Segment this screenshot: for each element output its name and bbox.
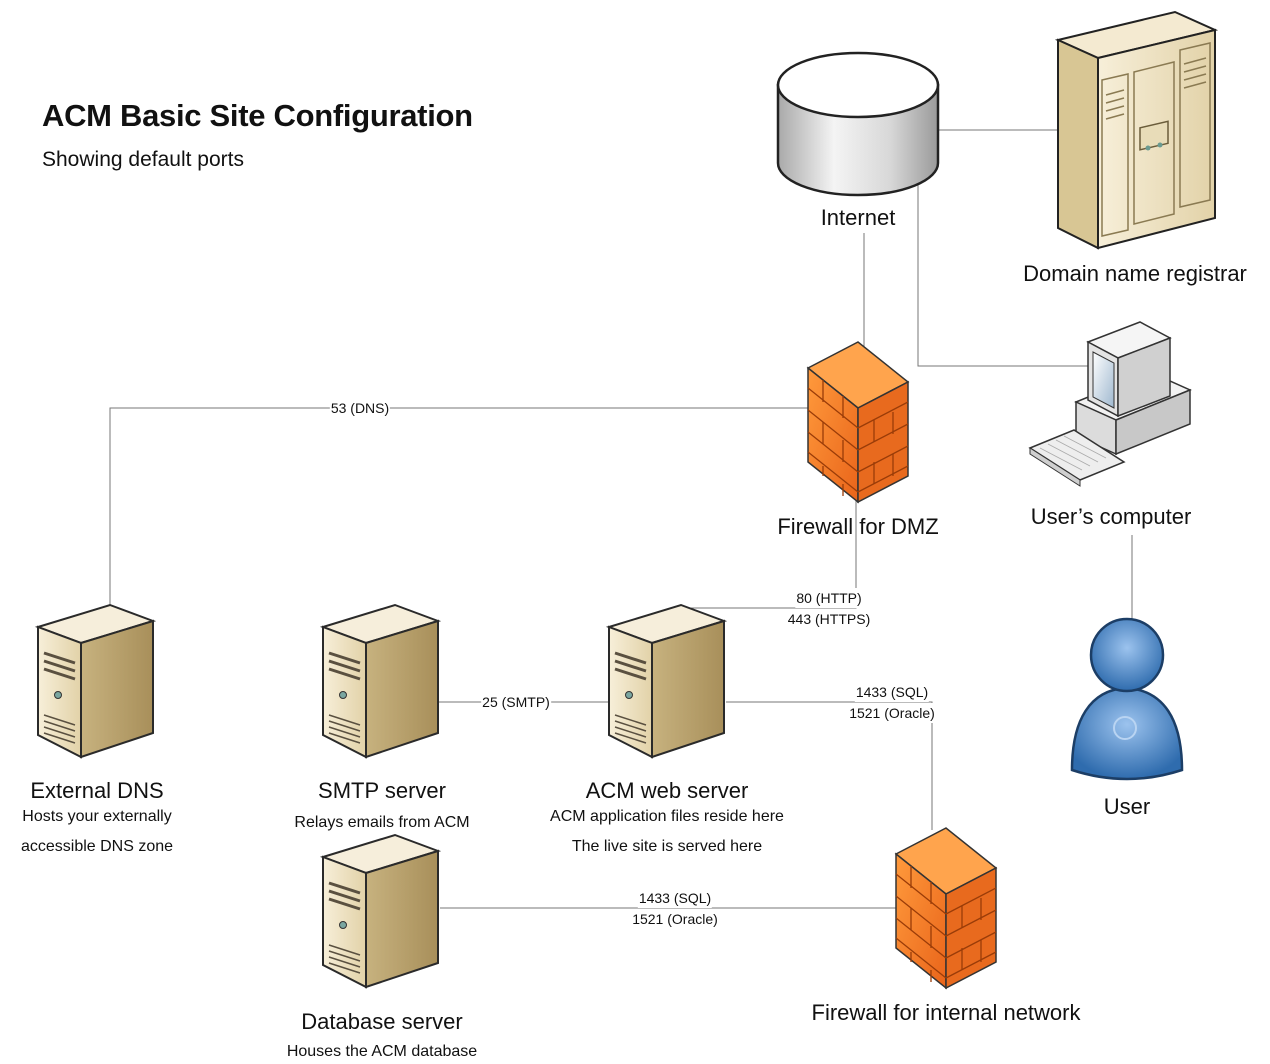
port-label-web-oracle: 1521 (Oracle) [848, 703, 936, 723]
smtp-server-icon [321, 603, 440, 759]
external-dns-server-icon [36, 603, 155, 759]
firewall-dmz-icon [807, 341, 909, 503]
firewall-internal-icon [895, 827, 997, 989]
user-label: User [1103, 794, 1151, 819]
port-label-https: 443 (HTTPS) [786, 609, 872, 629]
firewall-dmz-label: Firewall for DMZ [777, 514, 939, 539]
port-label-http: 80 (HTTP) [795, 588, 863, 608]
database-server-label: Database server [301, 1009, 463, 1034]
database-server-desc: Houses the ACM database [286, 1043, 478, 1060]
port-label-web-sql: 1433 (SQL) [854, 682, 930, 702]
smtp-server-desc: Relays emails from ACM [294, 814, 470, 831]
registrar-label: Domain name registrar [1023, 261, 1247, 286]
registrar-server-icon [1054, 10, 1219, 250]
internet-label: Internet [820, 205, 896, 230]
port-label-db-oracle: 1521 (Oracle) [631, 909, 719, 929]
web-server-desc-1: ACM application files reside here [550, 808, 784, 825]
external-dns-desc-1: Hosts your externally [22, 808, 172, 825]
internet-cloud-icon [776, 51, 940, 197]
web-server-desc-2: The live site is served here [571, 838, 763, 855]
users-computer-label: User’s computer [1030, 504, 1192, 529]
external-dns-label: External DNS [30, 778, 164, 803]
database-server-icon [321, 833, 440, 989]
firewall-internal-label: Firewall for internal network [811, 1000, 1081, 1025]
page-subtitle: Showing default ports [42, 148, 244, 171]
web-server-icon [607, 603, 726, 759]
port-label-db-sql: 1433 (SQL) [637, 888, 713, 908]
external-dns-desc-2: accessible DNS zone [20, 838, 174, 855]
user-icon [1070, 617, 1184, 781]
computer-icon [1028, 321, 1192, 487]
port-label-dns: 53 (DNS) [329, 398, 391, 418]
page-title: ACM Basic Site Configuration [42, 98, 473, 133]
port-label-smtp: 25 (SMTP) [481, 692, 551, 712]
web-server-label: ACM web server [585, 778, 749, 803]
smtp-server-label: SMTP server [318, 778, 446, 803]
